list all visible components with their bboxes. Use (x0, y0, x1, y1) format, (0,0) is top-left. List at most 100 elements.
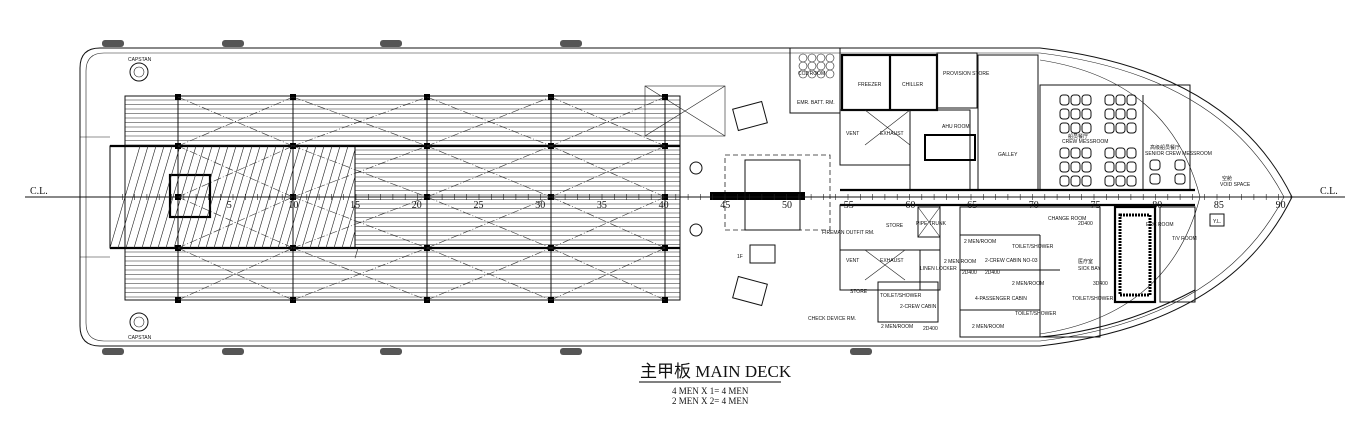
label-store: STORE (886, 223, 904, 229)
chair (1081, 108, 1092, 120)
cargo-deck (109, 85, 726, 303)
chair (1126, 147, 1137, 159)
capstan-port: CAPSTAN (128, 57, 152, 82)
truss-line (177, 247, 294, 301)
co2-bottle (807, 61, 817, 71)
label-ahu-room: AHU ROOM (942, 124, 970, 130)
chair (1059, 175, 1070, 187)
chair (1081, 175, 1092, 187)
label-men-room-3: 2 MEN/ROOM (881, 324, 913, 330)
svg-text:C.L.: C.L. (30, 186, 48, 197)
co2-bottle (825, 69, 835, 79)
label-locker-5: 2D400 (1078, 221, 1093, 227)
superstructure (789, 47, 1225, 338)
svg-text:CAPSTAN: CAPSTAN (128, 335, 152, 341)
label-linen-locker: LINEN LOCKER (920, 266, 957, 272)
hatch-line (333, 176, 356, 249)
chair (1070, 122, 1081, 134)
label-senior-messroom: SENIOR CREW MESSROOM (1145, 151, 1212, 157)
label-chiller: CHILLER (902, 82, 924, 88)
frame-number: 35 (597, 200, 607, 211)
label-change-room: CHANGE ROOM (1048, 216, 1086, 222)
chair (1104, 147, 1115, 159)
chair (1115, 108, 1126, 120)
chair (1174, 173, 1186, 185)
label-crew-cabin-2: 2-CREW CABIN NO-03 (985, 258, 1038, 264)
chair (1126, 108, 1137, 120)
label-crew-cabin-1: 2-CREW CABIN (900, 304, 937, 310)
chair (1126, 122, 1137, 134)
co2-bottle (816, 69, 826, 79)
hatch-cover (644, 85, 726, 137)
towing-pin (168, 173, 212, 219)
chair (1115, 147, 1126, 159)
chair (1081, 161, 1092, 173)
label-co2-room: CO2 ROOM (798, 71, 825, 77)
frame-number: 50 (782, 200, 792, 211)
label-toilet-4: TOILET/SHOWER (1072, 296, 1114, 302)
co2-bottle (807, 69, 817, 79)
chair (1174, 159, 1186, 171)
truss-line (426, 145, 552, 198)
co2-bottle (825, 53, 835, 63)
label-void-space: VOID SPACE (1220, 182, 1251, 188)
label-exhaust-2: EXHAUST (880, 258, 904, 264)
crew-summary-1: 4 MEN X 1= 4 MEN (672, 386, 749, 396)
label-crew-messroom-cn: 船员餐厅 (1068, 133, 1088, 140)
co2-bottle (798, 61, 808, 71)
label-locker-1: 2D400 (962, 270, 977, 276)
label-pipe-trunk: PIPE TRUNK (916, 221, 947, 227)
chair (1070, 94, 1081, 106)
fenders (102, 40, 872, 355)
chair (1149, 159, 1161, 171)
truss-line (177, 145, 294, 198)
co2-bottle (798, 69, 808, 79)
chair (1126, 161, 1137, 173)
truss-line (550, 247, 666, 301)
truss-line (550, 145, 666, 198)
chair (1081, 94, 1092, 106)
svg-text:1F: 1F (737, 254, 743, 260)
frame-number: 80 (1152, 200, 1162, 211)
chair (1115, 122, 1126, 134)
truss-line (550, 96, 666, 147)
chair (1081, 122, 1092, 134)
messroom (1039, 84, 1191, 191)
label-senior-messroom-cn: 高级船员餐厅 (1150, 144, 1180, 151)
title-block: 主甲板 MAIN DECK 4 MEN X 1= 4 MEN 2 MEN X 2… (639, 362, 792, 406)
label-yl: Y.L. (1213, 219, 1221, 225)
ladder (749, 244, 776, 264)
frame-number: 70 (1029, 200, 1039, 211)
label-void-space-cn: 空舱 (1222, 175, 1232, 182)
frame-number: 45 (720, 200, 730, 211)
chair (1149, 173, 1161, 185)
label-fireman-outfit: FIREMAN OUTFIT RM. (822, 230, 874, 236)
label-vent-2: VENT (846, 258, 859, 264)
room-labels: CO2 ROOM EMR. BATT. RM. FREEZER CHILLER … (797, 71, 1251, 332)
chair (1059, 108, 1070, 120)
chair (1070, 108, 1081, 120)
chair (1115, 94, 1126, 106)
chair (1070, 147, 1081, 159)
label-tv-room: T/V ROOM (1172, 236, 1197, 242)
label-provision-store: PROVISION STORE (943, 71, 990, 77)
truss-line (426, 96, 552, 147)
drawing-title: 主甲板 MAIN DECK (640, 362, 792, 381)
chair (1059, 122, 1070, 134)
chair (1104, 94, 1115, 106)
chair (1059, 94, 1070, 106)
label-toilet-1: TOILET/SHOWER (880, 293, 922, 299)
co2-room (789, 47, 841, 114)
ahu-room (909, 109, 971, 191)
truss-line (177, 247, 294, 301)
erc-room (1113, 205, 1157, 304)
hatch-line (354, 247, 359, 259)
capstan-starboard: CAPSTAN (128, 312, 152, 341)
label-sick-bay: SICK BAY (1078, 266, 1101, 272)
cabins-block (959, 206, 1101, 338)
frame-number: 20 (412, 200, 422, 211)
frame-number: 10 (288, 200, 298, 211)
chair (1126, 94, 1137, 106)
